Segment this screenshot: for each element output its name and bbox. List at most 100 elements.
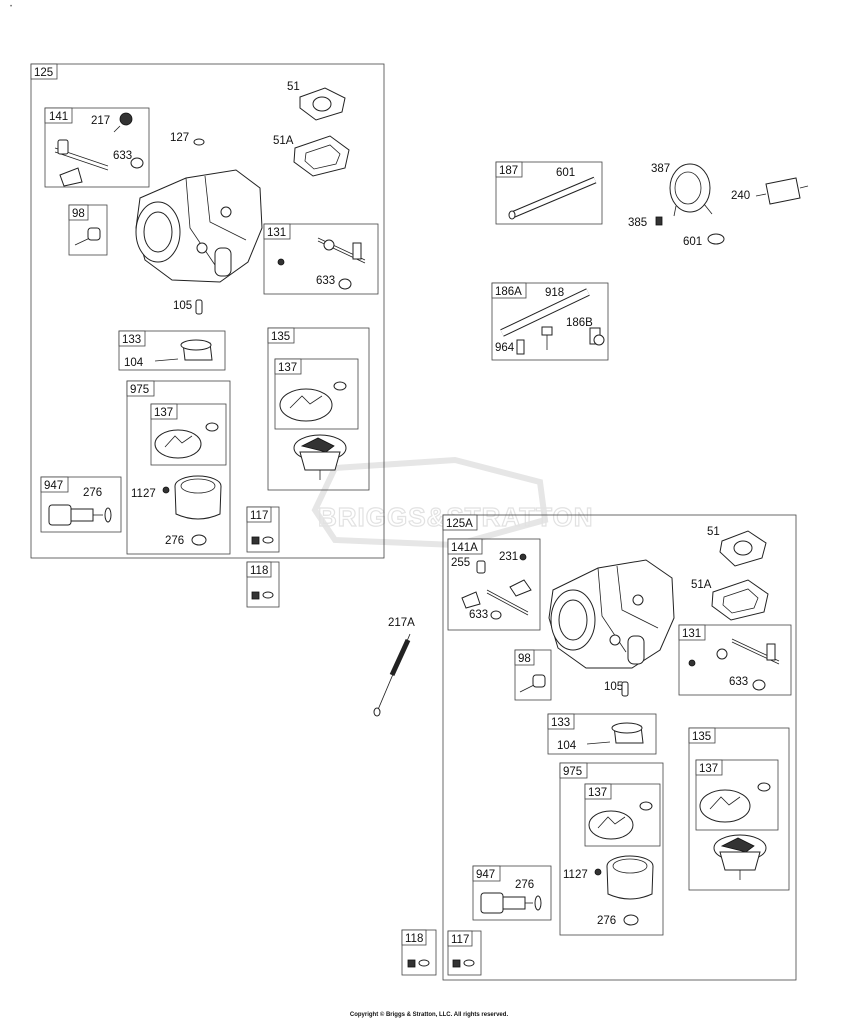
- jet-117-b-part: [452, 959, 475, 968]
- label-51A: 51A: [273, 135, 294, 147]
- idle-screw-98-part: [74, 227, 101, 246]
- group-box-137-a: [274, 358, 359, 430]
- sleeve-964-part: [516, 339, 525, 355]
- label-633-c: 633: [469, 609, 488, 621]
- choke-shaft-141A-part: [461, 579, 532, 616]
- jet-117-part: [251, 536, 274, 545]
- group-label-98: 98: [72, 208, 85, 220]
- label-105: 105: [173, 300, 192, 312]
- label-964: 964: [495, 342, 515, 354]
- gasket-137-c-part: [699, 782, 771, 823]
- group-label-947-b: 947: [476, 869, 495, 881]
- label-918: 918: [545, 287, 564, 299]
- copyright-notice: Copyright © Briggs & Stratton, LLC. All …: [349, 1012, 509, 1018]
- throttle-shaft-131-b-part: [688, 638, 780, 691]
- label-276-a: 276: [83, 487, 102, 499]
- group-label-135-b: 135: [692, 731, 711, 743]
- fuel-filter-240-part: [755, 177, 809, 205]
- label-387: 387: [651, 163, 670, 175]
- clamp-601-part: [707, 233, 725, 245]
- group-box-975-b: [559, 762, 664, 936]
- group-label-137-a: 137: [278, 362, 297, 374]
- group-box-186A: [491, 282, 609, 361]
- throttle-shaft-131-part: [277, 237, 366, 290]
- hose-918-part: [500, 288, 590, 337]
- float-bowl-135-part: [293, 434, 347, 480]
- label-601-b: 601: [683, 236, 702, 248]
- label-217: 217: [91, 115, 110, 127]
- group-label-141: 141: [49, 111, 68, 123]
- label-385: 385: [628, 217, 647, 229]
- group-label-125: 125: [34, 67, 53, 79]
- group-label-117-b: 117: [451, 934, 469, 946]
- group-label-118-b: 118: [405, 933, 423, 945]
- label-601-a: 601: [556, 167, 575, 179]
- part-255: [476, 560, 486, 574]
- group-label-131: 131: [267, 227, 286, 239]
- group-box-131-b: [678, 624, 792, 696]
- screw-105-b-part: [621, 681, 629, 697]
- jet-118-b-part: [407, 959, 430, 968]
- group-label-137-d: 137: [588, 787, 607, 799]
- label-127: 127: [170, 132, 189, 144]
- group-label-131-b: 131: [682, 628, 701, 640]
- group-box-947-b: [472, 865, 552, 921]
- group-label-118: 118: [250, 565, 268, 577]
- group-box-131: [263, 223, 379, 295]
- group-label-141A: 141A: [451, 542, 478, 554]
- screw-1127-part: [162, 486, 170, 494]
- label-276-d: 276: [597, 915, 616, 927]
- group-label-975: 975: [130, 384, 149, 396]
- gasket-137-b-part: [154, 422, 219, 459]
- group-label-135: 135: [271, 331, 290, 343]
- group-label-125A: 125A: [446, 518, 473, 530]
- washer-276-b-part: [191, 534, 207, 546]
- group-box-947: [40, 476, 122, 533]
- group-box-133: [118, 330, 226, 371]
- group-box-133-b: [547, 713, 657, 755]
- bowl-975-b-part: [606, 855, 654, 900]
- label-633-b: 633: [316, 275, 335, 287]
- label-51: 51: [287, 81, 300, 93]
- float-bowl-135-b-part: [713, 834, 767, 880]
- gasket-137-a-part: [279, 381, 347, 422]
- gasket-137-d-part: [588, 801, 653, 840]
- label-276-b: 276: [165, 535, 184, 547]
- label-255: 255: [451, 557, 470, 569]
- bushing-633-part: [130, 157, 144, 169]
- label-51A-b: 51A: [691, 579, 712, 591]
- label-104-b: 104: [557, 740, 577, 752]
- screw-385-part: [655, 216, 663, 226]
- label-105-b: 105: [604, 681, 623, 693]
- group-box-141: [44, 107, 150, 188]
- label-1127: 1127: [131, 488, 156, 500]
- gasket-51A-b-part: [711, 579, 769, 621]
- gasket-51-b-part: [719, 530, 767, 567]
- group-label-975-b: 975: [563, 766, 582, 778]
- group-box-125: [30, 63, 385, 559]
- group-box-137-b: [150, 403, 227, 466]
- screw-1127-b-part: [594, 868, 602, 876]
- screw-105-part: [195, 299, 203, 315]
- bowl-975-part: [174, 475, 222, 520]
- label-633-d: 633: [729, 676, 748, 688]
- group-box-125A: [442, 514, 797, 981]
- group-box-141A: [447, 538, 541, 631]
- label-217A: 217A: [388, 617, 415, 629]
- fuel-pump-387-part: [669, 163, 713, 217]
- solenoid-947-b-part: [480, 892, 542, 914]
- group-label-137-b: 137: [154, 407, 173, 419]
- idle-screw-98-b-part: [519, 674, 546, 693]
- label-633-a: 633: [113, 150, 132, 162]
- group-label-98-b: 98: [518, 653, 531, 665]
- group-label-133: 133: [122, 334, 141, 346]
- washer-276-d-part: [623, 914, 639, 926]
- label-1127-b: 1127: [563, 869, 588, 881]
- screw-231-part: [519, 553, 527, 561]
- watermark-logo: BRIGGS&STRATTON: [311, 456, 593, 549]
- carburetor-body-125A: [548, 559, 675, 669]
- jet-118-part: [251, 591, 274, 600]
- group-box-975: [126, 380, 231, 555]
- plug-127-part: [193, 138, 205, 146]
